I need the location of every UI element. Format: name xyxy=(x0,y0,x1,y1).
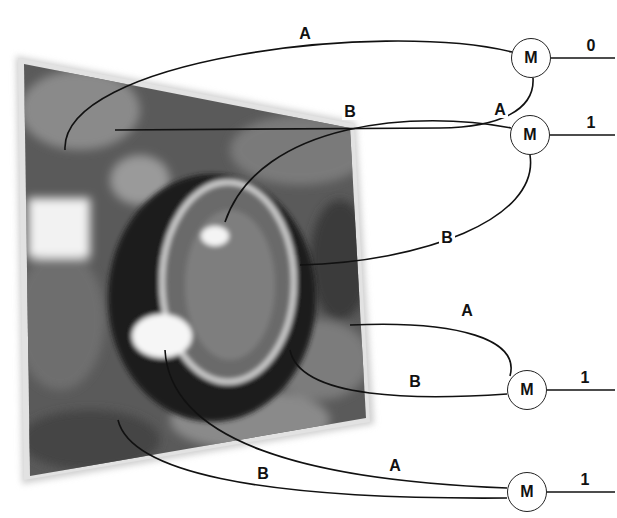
comparator-circle: M xyxy=(510,115,550,155)
comparator-label: M xyxy=(520,484,533,500)
input-label: B xyxy=(439,230,455,246)
input-label: A xyxy=(459,303,475,319)
output-value: 1 xyxy=(585,115,598,131)
comparator-label: M xyxy=(523,127,536,143)
wire-a xyxy=(350,324,511,376)
input-label: B xyxy=(407,374,423,390)
input-label: B xyxy=(255,466,271,482)
wire-b xyxy=(300,155,531,265)
wire-b xyxy=(290,350,507,397)
wire-a xyxy=(165,350,507,488)
output-line xyxy=(547,491,615,493)
wire-a xyxy=(65,41,512,150)
comparator-circle: M xyxy=(507,472,547,512)
output-line xyxy=(547,389,615,391)
output-value: 1 xyxy=(579,472,592,488)
wire-b xyxy=(118,420,507,498)
comparator-circle: M xyxy=(511,38,551,78)
input-label: A xyxy=(297,26,313,42)
comparator-circle: M xyxy=(507,370,547,410)
input-label: B xyxy=(342,104,358,120)
input-label: A xyxy=(387,458,403,474)
output-value: 1 xyxy=(579,370,592,386)
input-label: A xyxy=(492,102,508,118)
comparator-label: M xyxy=(520,382,533,398)
wire-a xyxy=(225,121,511,222)
output-value: 0 xyxy=(585,38,598,54)
comparator-label: M xyxy=(524,50,537,66)
output-line xyxy=(551,57,615,59)
output-line xyxy=(550,134,615,136)
